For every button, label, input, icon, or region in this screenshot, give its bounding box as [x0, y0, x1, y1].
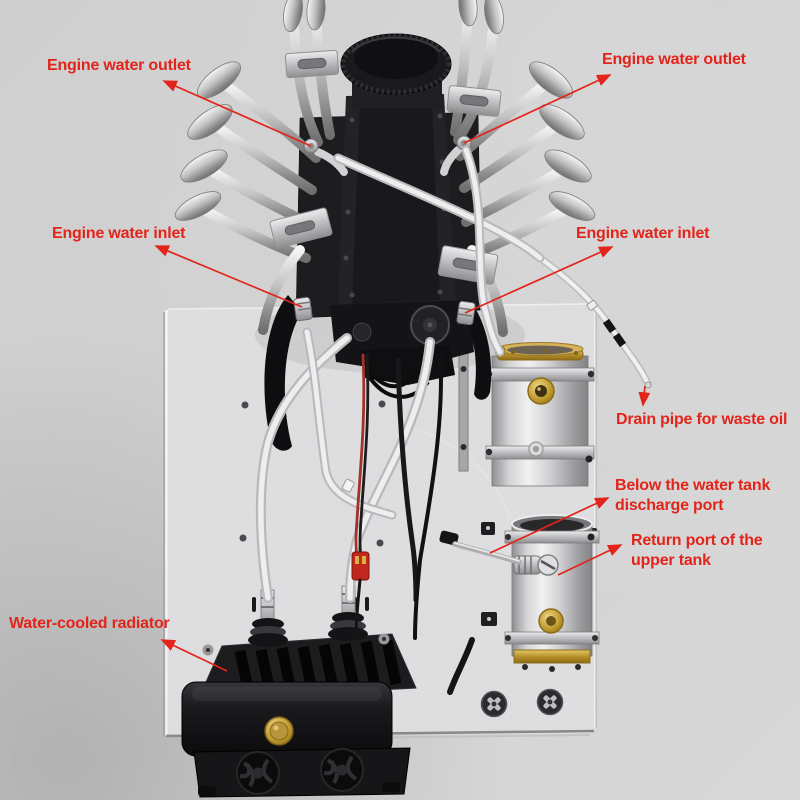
plate-bolts	[480, 688, 564, 718]
label-engine-water-outlet-left: Engine water outlet	[47, 57, 191, 74]
annotation-arrows	[154, 74, 651, 672]
air-cleaner	[340, 33, 452, 95]
exhaust-bells-right	[458, 0, 596, 221]
label-engine-water-inlet-right: Engine water inlet	[576, 225, 710, 242]
label-engine-water-inlet-left: Engine water inlet	[52, 225, 186, 242]
return-port-fitting	[513, 554, 559, 576]
upper-tank	[485, 342, 595, 487]
engine-mount-brackets	[269, 49, 502, 285]
label-return-port: Return port of the upper tank	[631, 532, 763, 569]
lower-tank	[447, 514, 600, 695]
water-inlet-fitting-left	[293, 296, 313, 322]
wiring	[351, 348, 443, 640]
label-engine-water-outlet-right: Engine water outlet	[602, 51, 746, 68]
label-water-cooled-radiator: Water-cooled radiator	[9, 615, 170, 632]
exhaust-bells-left	[174, 0, 326, 221]
waste-oil-drain-tube	[536, 254, 652, 389]
radiator-fans	[236, 748, 364, 795]
upper-tank-port	[527, 377, 555, 405]
label-discharge-port: Below the water tank discharge port	[615, 477, 771, 514]
battery-connector	[351, 551, 370, 638]
label-drain-pipe: Drain pipe for waste oil	[616, 411, 788, 428]
radiator-brass-cap	[264, 716, 294, 746]
coolant-tubes	[255, 145, 545, 603]
lower-tank-port	[538, 608, 564, 634]
